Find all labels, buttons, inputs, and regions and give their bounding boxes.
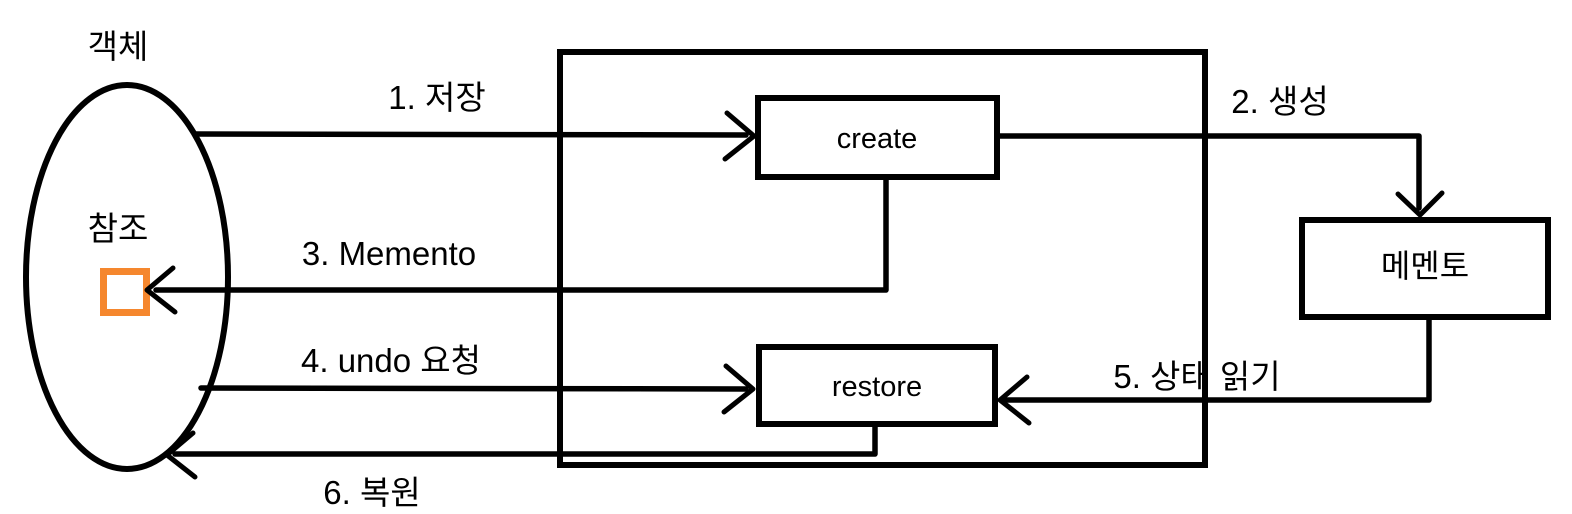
memento-box-label: 메멘토 xyxy=(1381,248,1469,284)
arrow-1-save-label: 1. 저장 xyxy=(388,79,485,116)
reference-square xyxy=(100,268,150,316)
actor-ellipse xyxy=(23,82,231,472)
arrow-4-undo-label: 4. undo 요청 xyxy=(301,342,481,379)
arrow-6-restore-label: 6. 복원 xyxy=(323,474,420,511)
arrow-2-create-label: 2. 생성 xyxy=(1231,83,1328,120)
caretaker-boundary-rect xyxy=(557,49,1208,468)
arrow-5-read-state-label: 5. 상태 읽기 xyxy=(1113,358,1280,395)
create-box-label: create xyxy=(837,123,918,155)
arrow-1-head-right-icon xyxy=(722,110,757,162)
arrow-6-head-left-icon xyxy=(164,430,198,480)
reference-label: 참조 xyxy=(88,210,149,247)
arrow-3-memento-label: 3. Memento xyxy=(302,235,476,272)
arrow-1-save-line xyxy=(192,131,749,138)
actor-title-label: 객체 xyxy=(88,28,149,65)
arrow-5-read-state-line xyxy=(1003,314,1432,403)
arrow-4-undo-line xyxy=(198,385,749,392)
arrow-2-create-line xyxy=(994,133,1422,211)
arrow-4-head-right-icon xyxy=(721,363,756,415)
arrow-6-restore-line xyxy=(172,421,878,457)
arrow-3-head-left-icon xyxy=(144,265,178,315)
restore-box-label: restore xyxy=(832,371,922,403)
arrow-2-head-down-icon xyxy=(1395,190,1445,218)
restore-box xyxy=(756,344,998,427)
arrow-3-memento-line xyxy=(153,174,889,293)
create-box xyxy=(755,95,1000,180)
memento-box xyxy=(1299,217,1551,320)
arrow-5-head-left-icon xyxy=(997,374,1032,426)
